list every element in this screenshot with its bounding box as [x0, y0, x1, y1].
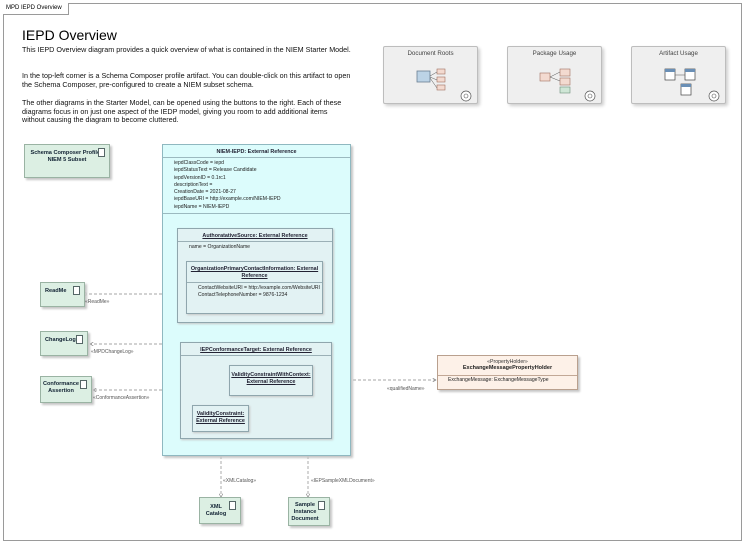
validity-constraint[interactable]: ValidityConstraint: External Reference [192, 405, 249, 432]
intro-paragraph-3: The other diagrams in the Starter Model,… [22, 98, 342, 124]
changelog-artifact[interactable]: ChangeLog [40, 331, 88, 356]
niem-iepd-attributes: iepdClassCode = iepd iepdStatusText = Re… [174, 160, 281, 211]
intro-paragraph-1: This IEPD Overview diagram provides a qu… [22, 45, 351, 54]
attr-iepd-class-code: iepdClassCode = iepd [174, 160, 224, 166]
document-icon [80, 380, 87, 389]
artifact-usage-label: Artifact Usage [659, 50, 698, 57]
artifact-usage-button[interactable]: Artifact Usage [631, 46, 726, 104]
conformance-target-title: IEPConformanceTarget: External Reference [200, 347, 312, 353]
artifact-usage-icon [664, 68, 720, 102]
attr-contact-website: ContactWebsiteURI = http://example.com/W… [198, 285, 320, 291]
org-contact-title-line1: OrganizationPrimaryContactInformation: E… [190, 266, 319, 272]
xml-catalog-link-label: «XMLCatalog» [223, 478, 257, 484]
intro-paragraph-2: In the top-left corner is a Schema Compo… [22, 71, 351, 89]
qualified-name-link-label: «qualifiedName» [387, 386, 425, 392]
readme-label: ReadMe [45, 288, 67, 294]
document-roots-button[interactable]: Document Roots [383, 46, 478, 104]
attr-iepd-name: iepdName = NIEM-IEPD [174, 203, 230, 210]
attr-description: descriptionText = [174, 181, 213, 188]
property-holder-stereotype: «PropertyHolder» [487, 359, 528, 365]
validity-constraint-with-context[interactable]: ValidityConstraintWithContext: External … [229, 365, 313, 396]
niem-iepd-title: NIEM-IEPD: External Reference [216, 149, 297, 155]
document-icon [73, 286, 80, 295]
conformance-assertion-artifact[interactable]: Conformance Assertion [40, 376, 92, 403]
attr-iepd-status: iepdStatusText = Release Candidate [174, 167, 257, 174]
schema-composer-line2: NIEM 5 Subset [47, 157, 87, 163]
xml-catalog-artifact[interactable]: XML Catalog [199, 497, 241, 524]
sample-line3: Document [291, 516, 319, 522]
sample-link-label: «IEPSampleXMLDocument» [311, 478, 375, 484]
schema-composer-profile[interactable]: Schema Composer Profile - NIEM 5 Subset [24, 144, 110, 178]
readme-artifact[interactable]: ReadMe [40, 282, 85, 307]
attr-creation-date: CreationDate = 2021-08-27 [174, 189, 236, 196]
package-usage-icon [539, 68, 596, 102]
org-contact-element[interactable]: OrganizationPrimaryContactInformation: E… [186, 261, 323, 314]
sample-instance-artifact[interactable]: Sample Instance Document [288, 497, 330, 526]
constraint-context-line1: ValidityConstraintWithContext: [231, 372, 311, 378]
conformance-line2: Assertion [48, 388, 74, 394]
document-icon [229, 501, 236, 510]
conformance-link-label: «ConformanceAssertion» [93, 395, 150, 401]
diagram-tab[interactable]: MPD IEPD Overview [3, 3, 69, 15]
org-contact-title-line2: Reference [241, 273, 268, 279]
package-usage-button[interactable]: Package Usage [507, 46, 602, 104]
document-roots-label: Document Roots [407, 50, 454, 57]
package-usage-label: Package Usage [532, 50, 577, 57]
authoritative-source-title: AuthoratativeSource: External Reference [202, 233, 308, 239]
constraint-line1: ValidityConstraint: [196, 411, 245, 417]
org-contact-attributes: ContactWebsiteURI = http://example.com/W… [198, 285, 320, 300]
attr-iepd-version: iepdVersionID = 0.1rc1 [174, 174, 226, 181]
page-title: IEPD Overview [22, 27, 117, 43]
property-holder-element[interactable]: «PropertyHolder» ExchangeMessageProperty… [437, 355, 578, 390]
constraint-context-line2: External Reference [246, 379, 296, 385]
xml-catalog-line1: XML [210, 504, 222, 510]
attr-contact-phone: ContactTelephoneNumber = 9876-1234 [198, 292, 288, 299]
attr-base-uri: iepdBaseURI = http://example.com/NIEM-IE… [174, 196, 281, 203]
sample-line1: Sample [295, 502, 315, 508]
property-holder-name: ExchangeMessagePropertyHolder [462, 365, 553, 371]
org-contact-title: OrganizationPrimaryContactInformation: E… [187, 266, 322, 280]
document-icon [318, 501, 325, 510]
diagram-frame [3, 3, 742, 541]
schema-composer-line1: Schema Composer Profile - [30, 150, 104, 156]
document-roots-icon [416, 68, 472, 102]
property-holder-attribute: ExchangeMessage: ExchangeMessageType [448, 377, 549, 383]
changelog-link-label: «MPDChangeLog» [91, 349, 134, 355]
authoritative-source-attribute: name = OrganizationName [189, 244, 251, 250]
document-icon [98, 148, 105, 157]
sample-line2: Instance [293, 509, 317, 515]
constraint-line2: External Reference [196, 418, 245, 424]
readme-link-label: «ReadMe» [85, 299, 110, 305]
conformance-line1: Conformance [42, 381, 80, 387]
document-icon [76, 335, 83, 344]
changelog-label: ChangeLog [45, 337, 76, 343]
xml-catalog-line2: Catalog [205, 511, 227, 517]
